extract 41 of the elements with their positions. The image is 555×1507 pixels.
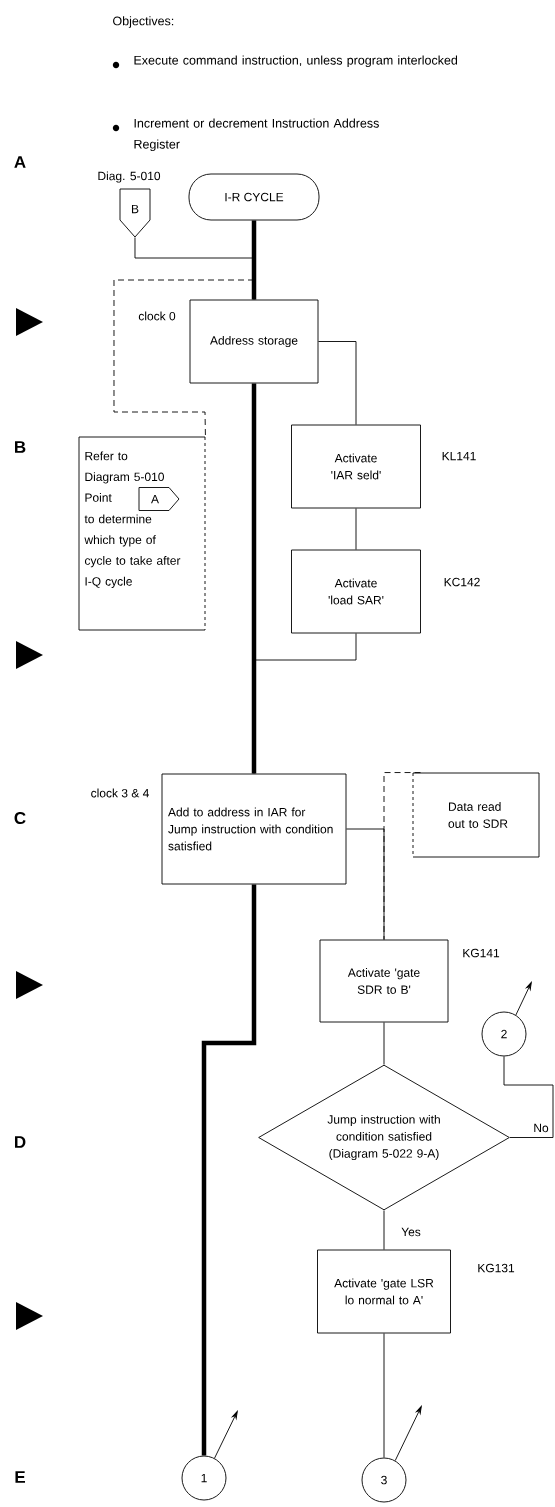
connector-line	[214, 1410, 238, 1459]
connector-line	[113, 279, 255, 437]
edge-label: Yes	[400, 1226, 422, 1238]
connector-line	[134, 237, 255, 300]
zone-letter: A	[14, 156, 26, 168]
connector-line	[318, 341, 357, 425]
side-label: clock 0	[138, 311, 176, 321]
connector-line	[515, 981, 532, 1016]
side-label: Diag. 5-010	[98, 171, 161, 183]
side-label: clock 3 & 4	[91, 788, 149, 798]
bullet-text: Execute command instruction, unless program interlocked	[134, 55, 458, 68]
zone-letter: B	[15, 441, 26, 453]
connector-line	[383, 1022, 385, 1065]
connector-line	[251, 383, 257, 774]
process-box: Activate 'gate SDR to B'	[319, 939, 449, 1023]
side-label: KL141	[442, 451, 476, 461]
side-label: KG141	[463, 948, 500, 958]
side-label: KG131	[478, 1263, 515, 1273]
page-connector: A	[138, 487, 180, 511]
connector-line	[251, 220, 257, 300]
connector-line	[201, 884, 257, 1456]
connector-line	[383, 1210, 385, 1250]
process-box: Activate 'load SAR'	[291, 549, 421, 634]
side-label: KC142	[444, 577, 480, 587]
process-box: Activate 'IAR seld'	[291, 424, 421, 509]
offpage-connector: B	[119, 188, 151, 238]
process-box: Add to address in IAR for Jump instruction with condition satisfied	[161, 773, 347, 885]
connector-line	[355, 508, 357, 550]
connector-line	[503, 1056, 554, 1138]
zone-letter: D	[15, 1136, 26, 1148]
connector-line	[394, 1406, 422, 1461]
connector-line	[383, 772, 421, 940]
edge-label: No	[532, 1122, 550, 1134]
zone-letter: C	[14, 812, 26, 825]
zone-letter: E	[15, 1471, 25, 1483]
process-box: Address storage	[189, 299, 319, 384]
heading: Objectives:	[113, 16, 174, 28]
connector-line	[383, 1333, 385, 1458]
bullet-text: Increment or decrement Instruction Address Register	[134, 118, 379, 152]
process-box: Activate 'gate LSR lo normal to A'	[317, 1249, 451, 1334]
process-box: Data read out to SDR	[412, 772, 540, 858]
